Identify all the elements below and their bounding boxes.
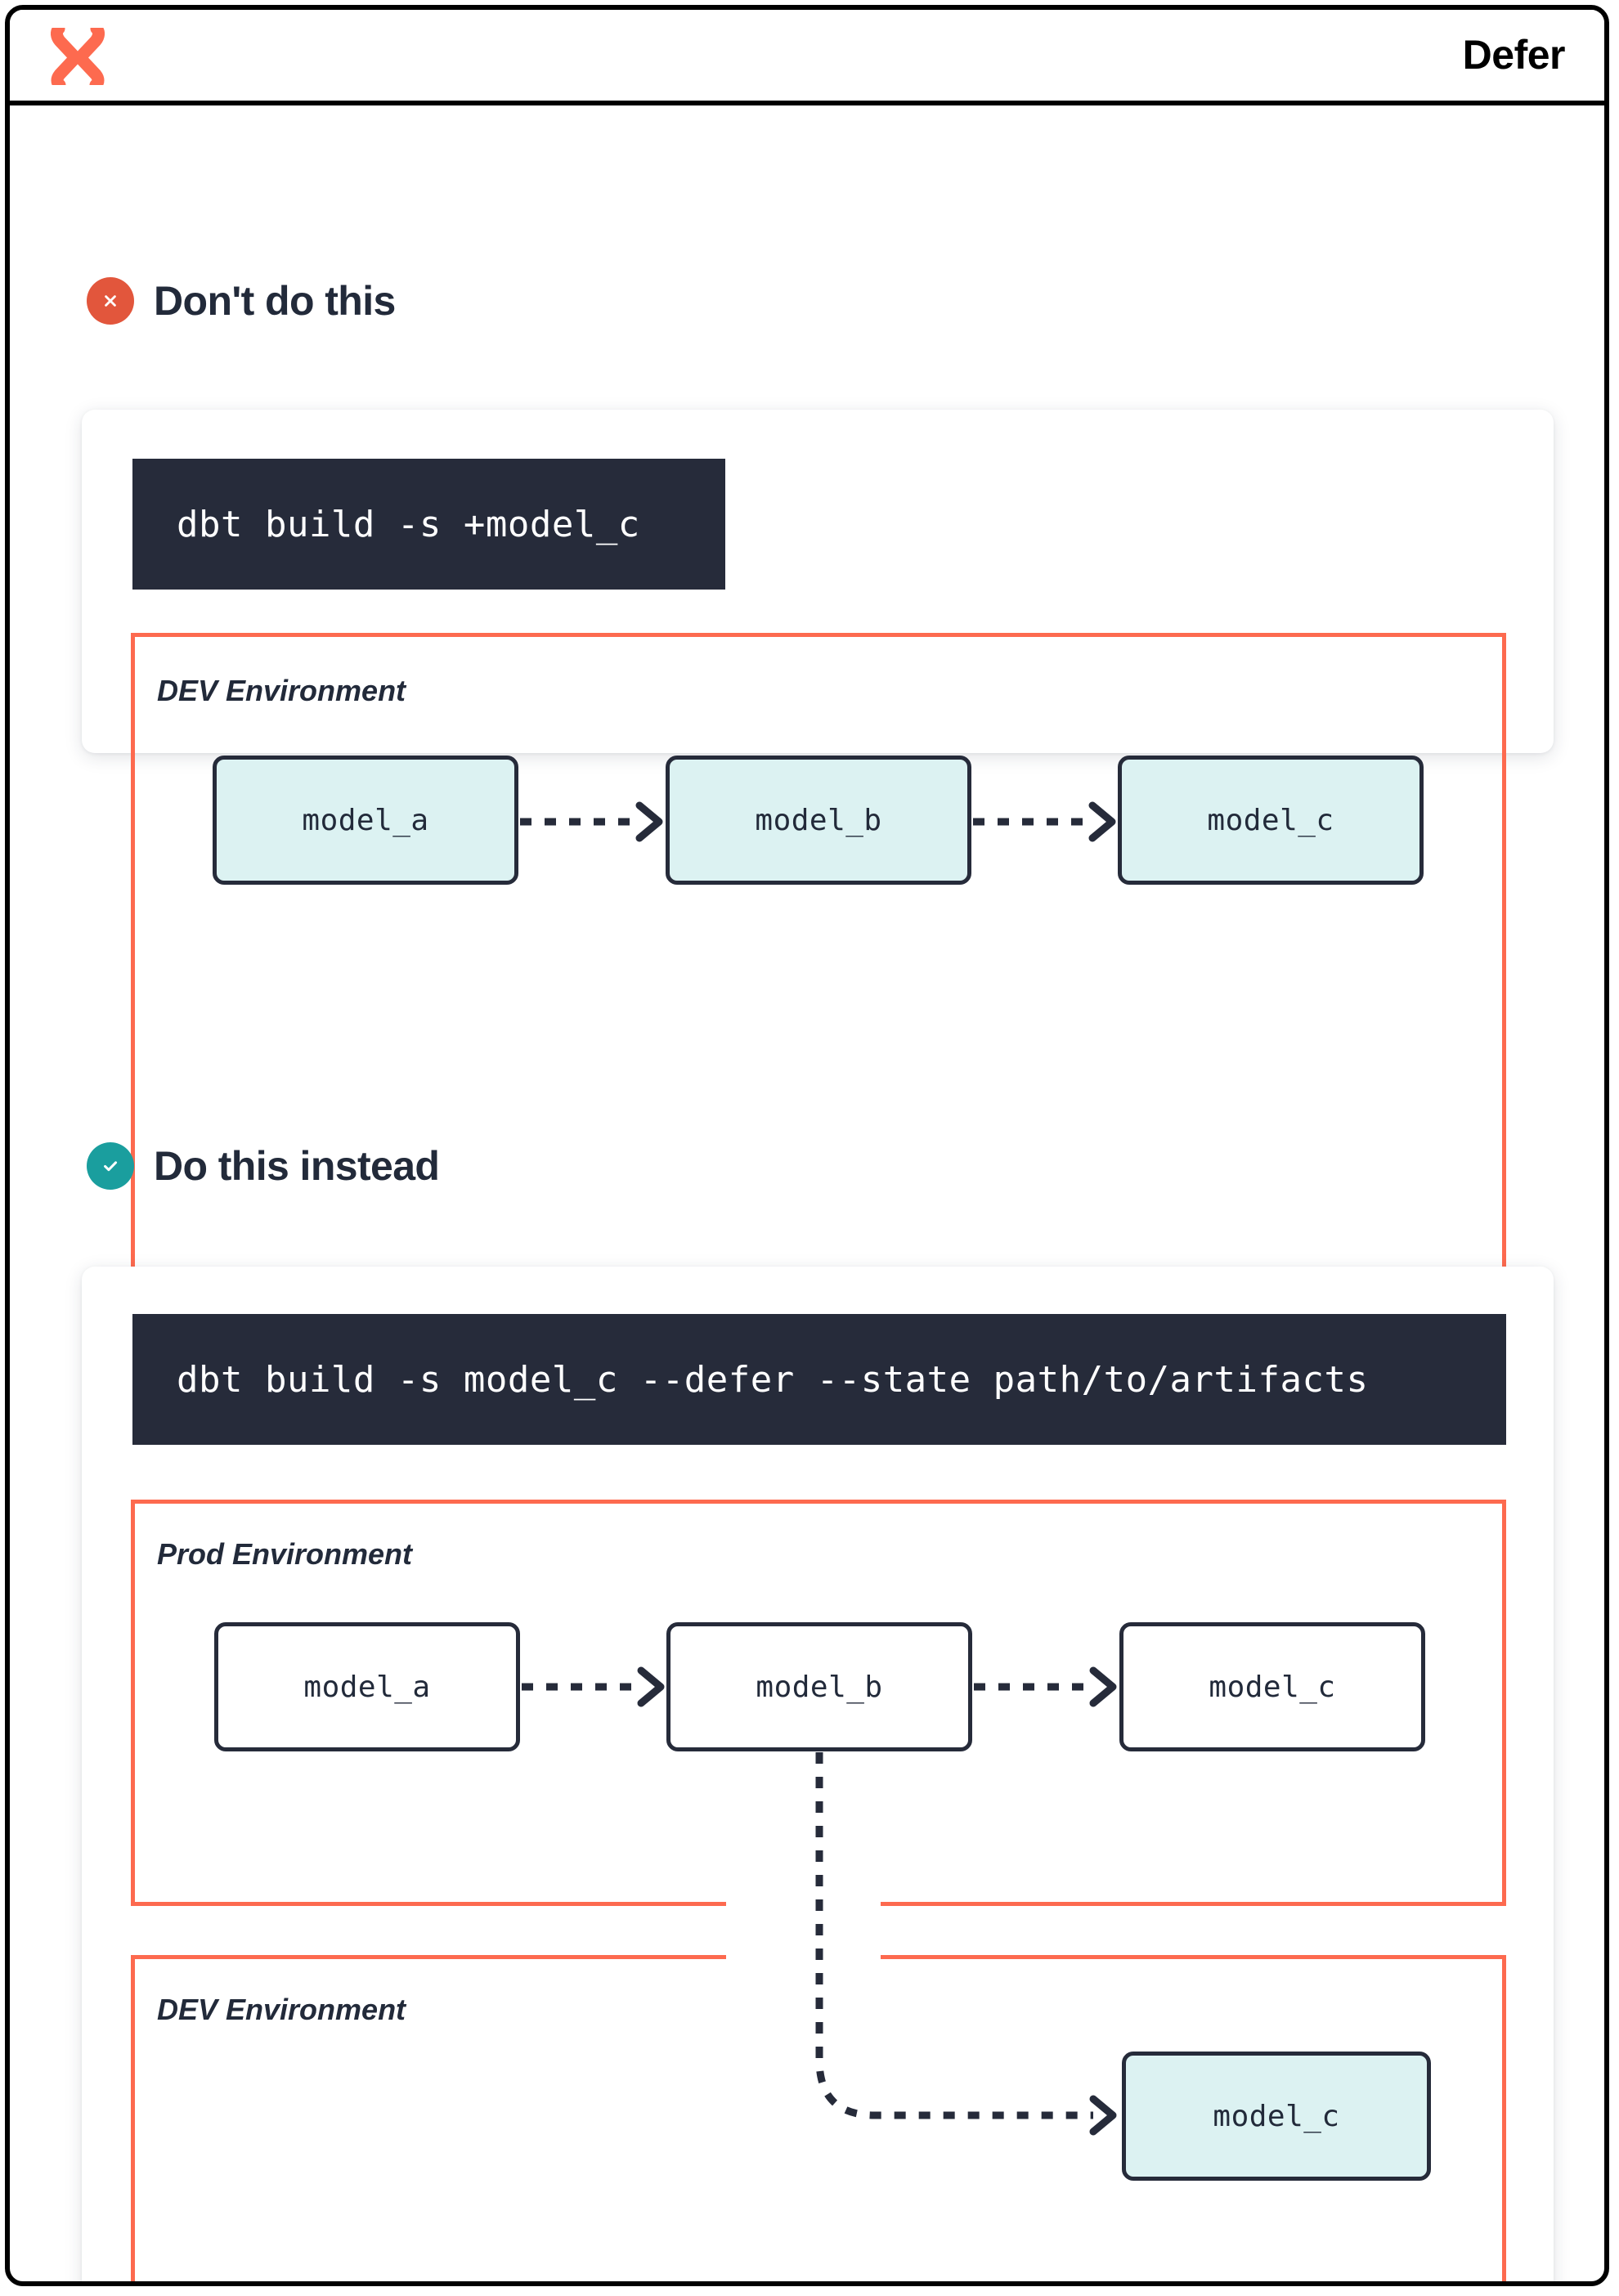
env-label-dev-1: DEV Environment — [157, 674, 406, 707]
node-prod-model-c[interactable]: model_c — [1119, 1622, 1425, 1751]
check-circle-icon — [87, 1142, 134, 1190]
env-border-top-left — [131, 1955, 726, 1959]
node-dev2-model-c[interactable]: model_c — [1122, 2052, 1431, 2181]
node-label: model_c — [1213, 2099, 1340, 2133]
env-border-right — [1502, 1955, 1506, 2281]
env-border-bottom-left — [131, 1902, 726, 1906]
code-block-do-this-instead: dbt build -s model_c --defer --state pat… — [132, 1314, 1506, 1445]
node-dev-model-c[interactable]: model_c — [1118, 756, 1424, 885]
env-border-bottom-right — [881, 1902, 1506, 1906]
env-box-dev-2: DEV Environment — [131, 1955, 1506, 2281]
node-prod-model-a[interactable]: model_a — [214, 1622, 520, 1751]
node-prod-model-b[interactable]: model_b — [666, 1622, 972, 1751]
command-text: dbt build -s model_c --defer --state pat… — [177, 1358, 1369, 1401]
env-border-left — [131, 633, 135, 1314]
card-dont-do-this: dbt build -s +model_c — [82, 410, 1554, 753]
node-label: model_c — [1209, 1670, 1336, 1704]
section-title: Do this instead — [154, 1143, 440, 1189]
section-title: Don't do this — [154, 278, 396, 324]
node-label: model_a — [303, 1670, 431, 1704]
env-border-right — [1502, 633, 1506, 1314]
section-heading-dont-do-this: Don't do this — [87, 277, 396, 325]
section-heading-do-this-instead: Do this instead — [87, 1142, 440, 1190]
env-border-top-right — [881, 1955, 1506, 1959]
env-border-right — [1502, 1500, 1506, 1906]
x-circle-icon — [87, 277, 134, 325]
page-title: Defer — [1462, 32, 1566, 78]
env-label-prod: Prod Environment — [157, 1537, 413, 1571]
env-label-dev-2: DEV Environment — [157, 1993, 406, 2026]
node-label: model_a — [302, 803, 429, 837]
dbt-logo-icon — [51, 22, 105, 92]
node-label: model_b — [756, 1670, 883, 1704]
page-frame: Defer Don't do this dbt build -s +model_… — [5, 5, 1609, 2286]
node-dev-model-a[interactable]: model_a — [213, 756, 518, 885]
env-border-left — [131, 1500, 135, 1906]
command-text: dbt build -s +model_c — [177, 503, 640, 545]
env-box-prod: Prod Environment — [131, 1500, 1506, 1906]
header-bar: Defer — [10, 10, 1604, 105]
node-dev-model-b[interactable]: model_b — [666, 756, 971, 885]
code-block-dont-do-this: dbt build -s +model_c — [132, 459, 725, 590]
env-box-dev-1: DEV Environment — [131, 633, 1506, 1314]
node-label: model_b — [755, 803, 882, 837]
node-label: model_c — [1207, 803, 1334, 837]
env-border-top — [131, 633, 1506, 637]
env-border-top — [131, 1500, 1506, 1504]
env-border-left — [131, 1955, 135, 2281]
